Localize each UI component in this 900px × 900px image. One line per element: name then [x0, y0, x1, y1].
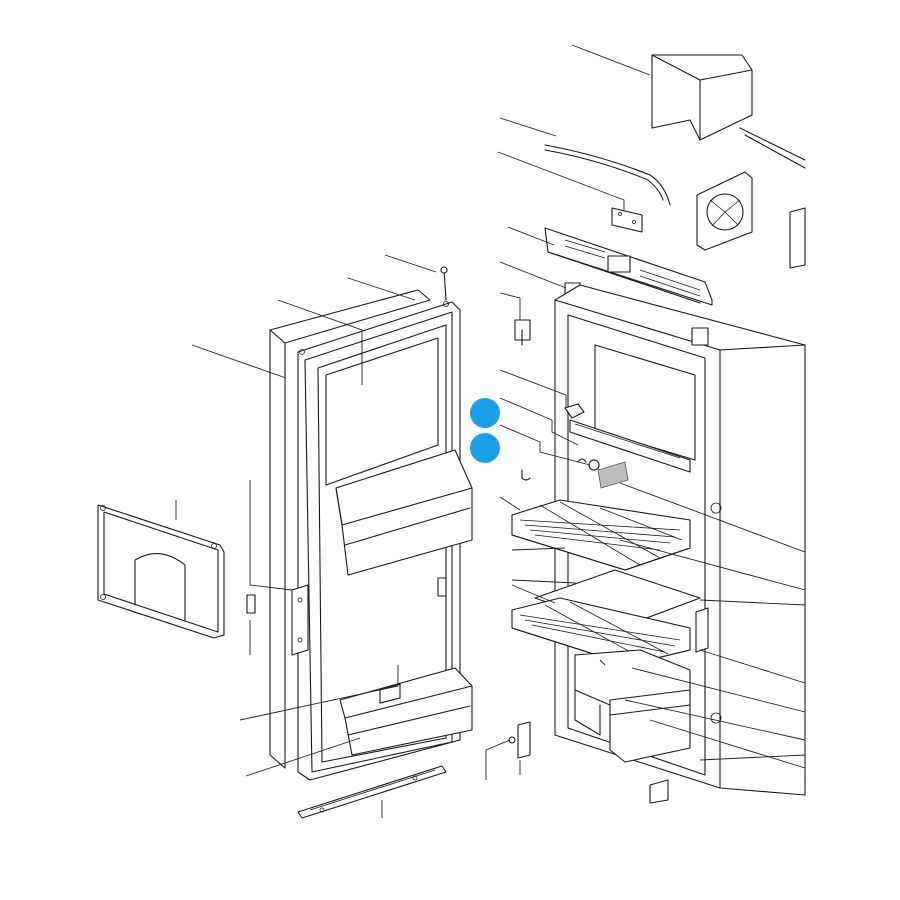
- decor-panel[interactable]: [97, 504, 225, 639]
- bottom-hinge-front[interactable]: [508, 721, 531, 759]
- hook-part[interactable]: [521, 469, 531, 481]
- door-bottom-rail[interactable]: [297, 765, 447, 819]
- highlighted-part[interactable]: [597, 461, 629, 489]
- small-knob-part[interactable]: [588, 459, 600, 471]
- door-hinge-bracket[interactable]: [291, 584, 309, 656]
- door-handle[interactable]: [437, 577, 447, 597]
- door-upper-panel: [325, 337, 439, 486]
- side-box[interactable]: [789, 207, 806, 269]
- door-gasket[interactable]: [269, 289, 431, 769]
- upper-wire-shelf[interactable]: [511, 499, 691, 571]
- control-board[interactable]: [611, 207, 643, 233]
- hotspot-2[interactable]: [470, 433, 500, 463]
- door-lower-shelf[interactable]: [339, 667, 473, 756]
- freezer-plate[interactable]: [569, 419, 691, 473]
- crisper-lower[interactable]: [609, 689, 691, 763]
- side-latch[interactable]: [695, 607, 709, 653]
- hinge-right[interactable]: [691, 327, 709, 346]
- bottom-foot[interactable]: [649, 779, 669, 804]
- small-latch-part[interactable]: [246, 594, 256, 614]
- leader-lines: [175, 44, 806, 818]
- door-upper-shelf[interactable]: [335, 449, 473, 576]
- fan-unit[interactable]: [696, 171, 753, 251]
- hotspot-1[interactable]: [470, 398, 500, 428]
- rear-cover[interactable]: [651, 54, 806, 169]
- top-control-panel[interactable]: [544, 227, 713, 306]
- screw-top[interactable]: [440, 266, 448, 301]
- thermostat-knob[interactable]: [564, 403, 585, 419]
- spring-clip[interactable]: [577, 458, 587, 463]
- hinge-upper[interactable]: [514, 319, 531, 346]
- wire-harness[interactable]: [544, 144, 671, 206]
